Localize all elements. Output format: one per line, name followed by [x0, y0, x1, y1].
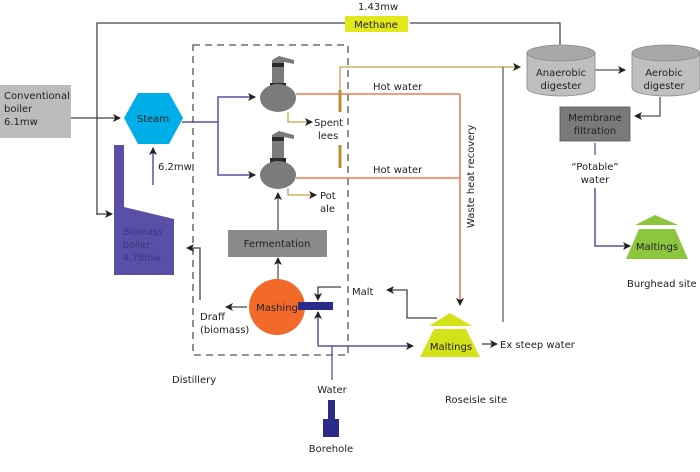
- aerobic-label-2: digester: [643, 81, 685, 92]
- conventional-boiler-box[interactable]: [0, 85, 71, 138]
- still-2-band-top: [272, 137, 284, 141]
- waste-heat-label: Waste heat recovery: [466, 125, 477, 228]
- maltings-roseisle-node[interactable]: [420, 313, 480, 357]
- mashing-label: Mashing: [256, 303, 298, 314]
- draff-label: Draff: [200, 312, 226, 323]
- aerobic-label: Aerobic: [645, 68, 682, 79]
- maltings-burghead-node[interactable]: [626, 215, 688, 259]
- steam-node[interactable]: [124, 93, 183, 144]
- water-label: Water: [317, 385, 347, 396]
- conventional-boiler-label-2: boiler: [4, 104, 33, 115]
- borehole-label: Borehole: [309, 444, 353, 455]
- maltings-to-malt-arrow: [386, 286, 437, 319]
- steam-to-still1-arrow: [182, 93, 256, 123]
- malt-label: Malt: [352, 287, 374, 298]
- distillery-boundary: [192, 44, 349, 356]
- hot-water-label-2: Hot water: [373, 165, 423, 176]
- distillery-site-label: Distillery: [172, 375, 216, 386]
- burghead-site-label: Burghead site: [627, 279, 697, 290]
- conventional-boiler-value: 6.1mw: [4, 117, 38, 128]
- conventional-boiler-label: Conventional: [4, 91, 70, 102]
- methane-value: 1.43mw: [358, 2, 398, 13]
- pot-ale-label-2: ale: [320, 204, 335, 215]
- roseisle-site-label: Roseisle site: [445, 395, 507, 406]
- pot-ale-label: Pot: [320, 191, 336, 202]
- lees-to-anaerobic-arrow: [339, 63, 521, 90]
- still1-to-spent-lees-arrow: [287, 112, 313, 126]
- membrane-filtration-node[interactable]: [559, 106, 631, 142]
- still-1[interactable]: [260, 56, 296, 112]
- membrane-label-2: filtration: [574, 126, 616, 137]
- spent-lees-label: Spent: [314, 118, 343, 129]
- still-2-band: [270, 158, 286, 163]
- aerobic-to-membrane-arrow: [634, 97, 661, 120]
- methane-label: Methane: [354, 20, 398, 31]
- steam-to-still2-arrow: [217, 122, 256, 179]
- methane-to-digester-line: [410, 22, 561, 45]
- still-2-pot: [260, 161, 296, 189]
- maltings-burghead-label: Maltings: [636, 242, 678, 253]
- still-2-neck: [272, 131, 294, 160]
- steam-label: Steam: [137, 114, 169, 125]
- still-1-band-top: [272, 63, 284, 67]
- biomass-boiler-value: 4.78mw: [123, 253, 161, 264]
- potable-label-2: water: [581, 175, 610, 186]
- hot-water-label-1: Hot water: [373, 82, 423, 93]
- fermentation-label: Fermentation: [244, 239, 311, 250]
- borehole-icon: [323, 400, 339, 437]
- draff-to-biomass-arrow: [186, 244, 201, 300]
- methane-node[interactable]: [345, 16, 408, 32]
- mashing-node[interactable]: [249, 279, 305, 335]
- potable-to-maltings-arrow: [594, 188, 631, 250]
- still-1-neck: [272, 56, 294, 86]
- membrane-label: Membrane: [568, 113, 622, 124]
- biomass-boiler-node[interactable]: [114, 145, 174, 275]
- anaerobic-digester-node[interactable]: [526, 44, 596, 97]
- anaerobic-label-2: digester: [540, 81, 582, 92]
- still-2[interactable]: [260, 131, 296, 189]
- aerobic-digester-node[interactable]: [631, 44, 700, 97]
- spent-lees-label-2: lees: [318, 131, 338, 142]
- anaerobic-label: Anaerobic: [536, 68, 586, 79]
- still-1-pot: [260, 84, 296, 112]
- ex-steep-label: Ex steep water: [500, 340, 576, 351]
- biomass-output-label: 6.2mw: [158, 162, 192, 173]
- mash-inlet-bar: [298, 302, 333, 310]
- biomass-boiler-label: Biomass: [123, 227, 163, 238]
- still2-to-pot-ale-arrow: [287, 188, 317, 199]
- fermentation-node[interactable]: [228, 230, 327, 257]
- malt-to-mash-arrow: [314, 286, 341, 301]
- biomass-boiler-label-2: boiler: [123, 240, 150, 251]
- potable-label: “Potable”: [571, 162, 618, 173]
- draff-label-2: (biomass): [200, 325, 249, 336]
- methane-loop-line: [96, 22, 345, 215]
- maltings-roseisle-label: Maltings: [430, 342, 472, 353]
